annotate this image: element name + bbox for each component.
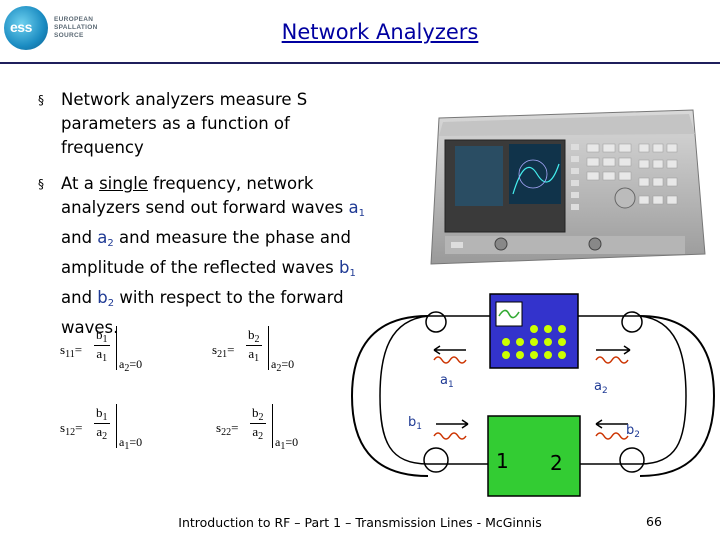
bullet-1: § Network analyzers measure S parameters… <box>38 88 368 160</box>
ess-logo: ess EUROPEAN SPALLATION SOURCE <box>4 4 104 52</box>
ess-logo-text: EUROPEAN SPALLATION SOURCE <box>54 16 98 39</box>
wave-b2-symbol <box>595 432 629 440</box>
bullet-mark: § <box>38 177 44 191</box>
ess-logo-mark: ess <box>4 6 48 50</box>
label-a2: a2 <box>594 379 608 396</box>
equation-s11: s11= b1 a1 a2=0 <box>60 326 143 374</box>
label-b1: b1 <box>408 415 422 432</box>
analyzer-knob <box>614 187 636 209</box>
wave-b2: b2 <box>97 288 115 309</box>
slide-footer: Introduction to RF – Part 1 – Transmissi… <box>178 515 542 530</box>
wave-b1-symbol <box>433 432 467 440</box>
network-analyzer-photo <box>430 109 706 265</box>
analyzer-screen <box>509 144 561 204</box>
wave-a1: a1 <box>348 198 366 219</box>
equation-s21: s21= b2 a1 a2=0 <box>212 326 295 374</box>
equation-s12: s12= b1 a2 a1=0 <box>60 404 143 452</box>
bullet-2: § At a single frequency, network analyze… <box>38 172 368 337</box>
right-cable-loop <box>639 315 716 477</box>
wave-a2: a2 <box>97 228 114 249</box>
bullet-text: At a single frequency, network analyzers… <box>61 174 366 337</box>
left-cable-loop <box>350 315 429 477</box>
bullet-mark: § <box>38 93 44 107</box>
label-b2: b2 <box>626 423 640 440</box>
label-a1: a1 <box>440 373 454 390</box>
wave-a1-symbol <box>433 356 467 364</box>
dut-box <box>487 415 581 497</box>
bullet-text: Network analyzers measure S parameters a… <box>61 90 308 157</box>
s-parameter-diagram: a1 a2 b1 b2 1 2 <box>350 293 716 497</box>
wave-b1: b1 <box>339 258 356 279</box>
wave-a2-symbol <box>595 356 629 364</box>
title-divider <box>0 62 720 64</box>
label-port-2: 2 <box>550 451 563 475</box>
page-number: 66 <box>646 514 662 529</box>
analyzer-port2-connector <box>588 237 602 251</box>
emphasis-single: single <box>99 174 148 193</box>
label-port-1: 1 <box>496 449 509 473</box>
analyzer-buttons <box>502 325 566 359</box>
equation-s22: s22= b2 a2 a1=0 <box>216 404 299 452</box>
slide-title: Network Analyzers <box>281 20 479 44</box>
analyzer-port1-connector <box>494 237 508 251</box>
